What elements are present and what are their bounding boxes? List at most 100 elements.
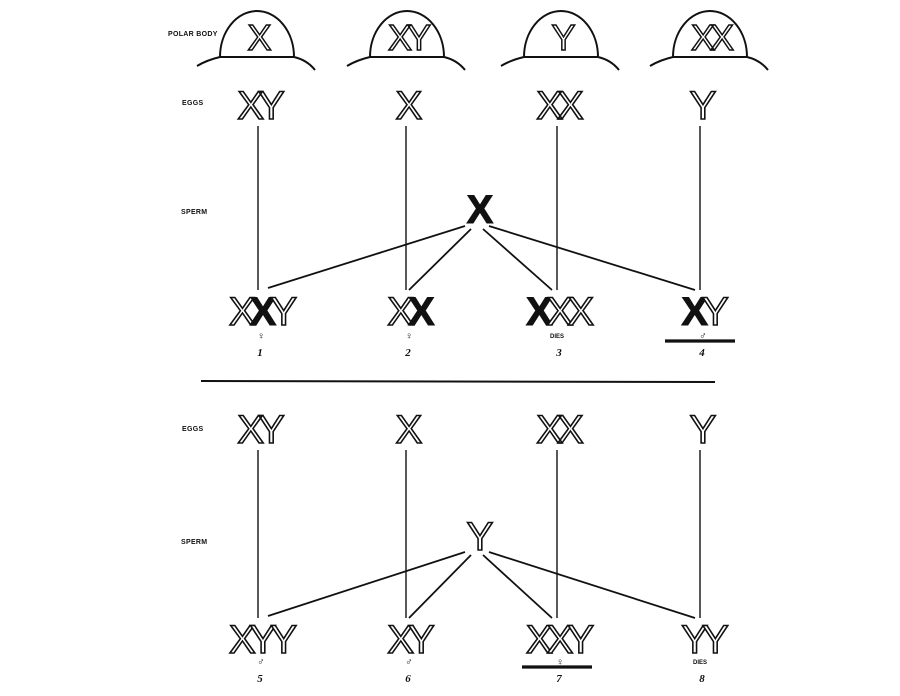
- sperm-chromosome: X: [466, 188, 494, 232]
- egg-chromosomes: XX: [536, 84, 585, 128]
- polar-body-chromosome-text: XX: [690, 17, 735, 58]
- egg-chromosomes: X: [395, 84, 423, 128]
- egg-derived-chromosome: Y: [681, 618, 709, 662]
- egg-derived-chromosome: Y: [407, 618, 435, 662]
- dies-note-3: DIES: [549, 334, 565, 340]
- sperm-label-top: SPERM: [181, 209, 208, 216]
- egg-top-2: X: [395, 84, 423, 128]
- offspring-number-6: 6: [405, 673, 411, 685]
- egg-derived-chromosome: Y: [567, 618, 595, 662]
- egg-chromosomes: XX: [536, 408, 585, 452]
- polar-body-dome: [218, 10, 296, 58]
- polar-body-chromosome-text: X: [247, 17, 273, 58]
- sex-symbol-2: ♀: [405, 331, 413, 342]
- egg-derived-chromosome: X: [567, 290, 595, 334]
- polar-body-3: [500, 10, 620, 71]
- offspring-number-4: 4: [699, 347, 705, 359]
- egg-bottom-3: XX: [536, 408, 585, 452]
- sperm-derived-chromosome: X: [408, 290, 436, 334]
- sperm-derived-chromosome: X: [525, 290, 553, 334]
- sex-symbol-1: ♀: [257, 331, 265, 342]
- offspring-number-5: 5: [257, 673, 263, 685]
- sperm-line-top-4: [488, 225, 696, 291]
- polar-body-1: [196, 10, 316, 71]
- egg-bottom-2: X: [395, 408, 423, 452]
- offspring-6: XY: [387, 618, 436, 662]
- cell-surface-curve: [649, 56, 769, 71]
- offspring-number-7: 7: [556, 673, 562, 685]
- egg-top-1: XY: [237, 84, 286, 128]
- polar-body-2: [346, 10, 466, 71]
- offspring-number-2: 2: [405, 347, 411, 359]
- sperm-line-top-2: [408, 228, 472, 291]
- egg-top-4: Y: [689, 84, 717, 128]
- polar-body-label: POLAR BODY: [168, 31, 218, 38]
- egg-chromosomes: X: [395, 408, 423, 452]
- offspring-8: YY: [681, 618, 730, 662]
- egg-chromosomes: XY: [237, 84, 286, 128]
- polar-body-4: [649, 10, 769, 71]
- egg-derived-chromosome: X: [525, 618, 553, 662]
- sex-symbol-7: ♀: [556, 657, 564, 668]
- egg-bottom-1: XY: [237, 408, 286, 452]
- polar-body-chromosomes: XX: [690, 17, 735, 58]
- sperm-line-bottom-4: [488, 551, 696, 619]
- offspring-3: XXX: [525, 290, 595, 334]
- egg-derived-chromosome: Y: [249, 618, 277, 662]
- polar-body-chromosomes: X: [247, 17, 273, 58]
- offspring-2: XX: [387, 290, 436, 334]
- egg-chromosomes: Y: [689, 84, 717, 128]
- panel-divider: [200, 380, 716, 383]
- sperm-top: X: [466, 188, 494, 232]
- sperm-line-bottom-3: [482, 554, 553, 619]
- offspring-number-3: 3: [556, 347, 562, 359]
- polar-body-dome: [522, 10, 600, 58]
- offspring-number-8: 8: [699, 673, 705, 685]
- egg-derived-chromosome: Y: [701, 290, 729, 334]
- egg-derived-chromosome: X: [228, 618, 256, 662]
- eggs-label-top: EGGS: [182, 100, 204, 107]
- eggs-label-bottom: EGGS: [182, 426, 204, 433]
- egg-derived-chromosome: X: [387, 618, 415, 662]
- egg-derived-chromosome: Y: [270, 290, 298, 334]
- egg-derived-chromosome: X: [546, 290, 574, 334]
- offspring-5: XYY: [228, 618, 298, 662]
- sperm-line-bottom-1: [267, 551, 466, 617]
- egg-chromosomes: XY: [237, 408, 286, 452]
- connector-lines: [200, 126, 735, 669]
- polar-body-chromosome-text: Y: [551, 17, 577, 58]
- offspring-1: XXY: [228, 290, 298, 334]
- egg-derived-chromosome: X: [546, 618, 574, 662]
- sex-symbol-6: ♂: [405, 657, 413, 668]
- cell-surface-curve: [196, 56, 316, 71]
- dies-note-8: DIES: [692, 660, 708, 666]
- sperm-line-bottom-2: [408, 554, 472, 619]
- offspring-4: XY: [681, 290, 730, 334]
- sperm-chromosome: Y: [466, 515, 494, 559]
- egg-derived-chromosome: X: [228, 290, 256, 334]
- sperm-line-top-1: [267, 225, 466, 289]
- sperm-line-top-3: [482, 228, 553, 291]
- egg-top-3: XX: [536, 84, 585, 128]
- offspring-7: XXY: [525, 618, 595, 662]
- polar-body-dome: [671, 10, 749, 58]
- sperm-derived-chromosome: X: [681, 290, 709, 334]
- polar-body-domes: [196, 10, 769, 71]
- sperm-label-bottom: SPERM: [181, 539, 208, 546]
- sperm-bottom: Y: [466, 515, 494, 559]
- egg-derived-chromosome: X: [387, 290, 415, 334]
- polar-body-chromosomes: Y: [551, 17, 577, 58]
- polar-body-dome: [368, 10, 446, 58]
- offspring-number-1: 1: [257, 347, 263, 359]
- egg-derived-chromosome: Y: [701, 618, 729, 662]
- polar-body-chromosomes: XY: [387, 17, 432, 58]
- sex-symbol-5: ♂: [257, 657, 265, 668]
- egg-chromosomes: Y: [689, 408, 717, 452]
- egg-bottom-4: Y: [689, 408, 717, 452]
- egg-derived-chromosome: Y: [270, 618, 298, 662]
- polar-body-chromosome-text: XY: [387, 17, 432, 58]
- cell-surface-curve: [346, 56, 466, 71]
- sperm-derived-chromosome: X: [249, 290, 277, 334]
- cell-surface-curve: [500, 56, 620, 71]
